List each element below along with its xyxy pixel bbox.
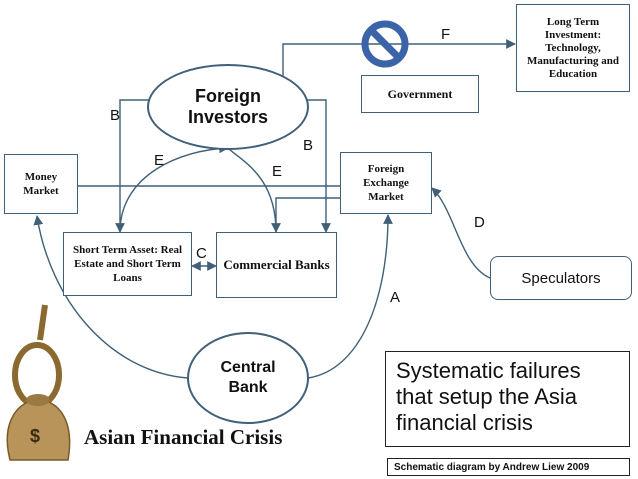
caption-title: Asian Financial Crisis [84, 425, 283, 449]
government-label: Government [387, 86, 453, 101]
short-term-asset-node: Short Term Asset: Real Estate and Short … [63, 232, 192, 296]
speculators-label: Speculators [521, 269, 601, 287]
foreign-investors-node: Foreign Investors [147, 64, 309, 150]
commercial-banks-label: Commercial Banks [223, 257, 330, 272]
forex-market-label: Foreign Exchange Market [363, 163, 409, 203]
speculators-node: Speculators [490, 256, 632, 300]
short-term-asset-label: Short Term Asset: Real Estate and Short … [72, 244, 183, 284]
foreign-investors-label: Foreign Investors [187, 86, 269, 127]
summary-text: Systematic failures that setup the Asia … [396, 358, 581, 435]
government-node: Government [361, 75, 479, 113]
edge-label-e-right: E [272, 163, 283, 180]
long-term-investment-label: Long Term Investment: Technology, Manufa… [527, 15, 619, 80]
forex-market-node: Foreign Exchange Market [340, 152, 432, 214]
dollar-sign: $ [30, 426, 41, 446]
edge-e-left [119, 143, 229, 233]
edge-b-left [115, 99, 150, 233]
central-bank-node: Central Bank [187, 332, 309, 424]
credit-text: Schematic diagram by Andrew Liew 2009 [394, 461, 590, 473]
edge-e-right [227, 147, 277, 233]
edge-label-d: D [474, 214, 485, 231]
edge-f [282, 39, 516, 82]
edge-b-right [306, 99, 331, 233]
noose-money-bag-icon [6, 304, 71, 461]
money-market-label: Money Market [23, 171, 59, 197]
summary-box: Systematic failures that setup the Asia … [385, 351, 630, 447]
edge-a [307, 214, 393, 379]
edge-central-money [33, 215, 189, 379]
edge-label-b-left: B [110, 107, 121, 124]
no-entry-icon [361, 20, 409, 68]
long-term-investment-node: Long Term Investment: Technology, Manufa… [516, 4, 630, 92]
edge-label-c: C [196, 245, 207, 262]
edge-d [431, 187, 491, 279]
commercial-banks-node: Commercial Banks [216, 232, 337, 298]
edge-label-a: A [390, 289, 401, 306]
credit-box: Schematic diagram by Andrew Liew 2009 [387, 458, 630, 476]
edge-forex-banks [271, 197, 340, 233]
central-bank-label: Central Bank [220, 359, 276, 396]
edge-label-f: F [441, 26, 451, 43]
money-market-node: Money Market [4, 154, 78, 214]
edge-label-b-right: B [303, 137, 314, 154]
edge-label-e-left: E [154, 152, 165, 169]
